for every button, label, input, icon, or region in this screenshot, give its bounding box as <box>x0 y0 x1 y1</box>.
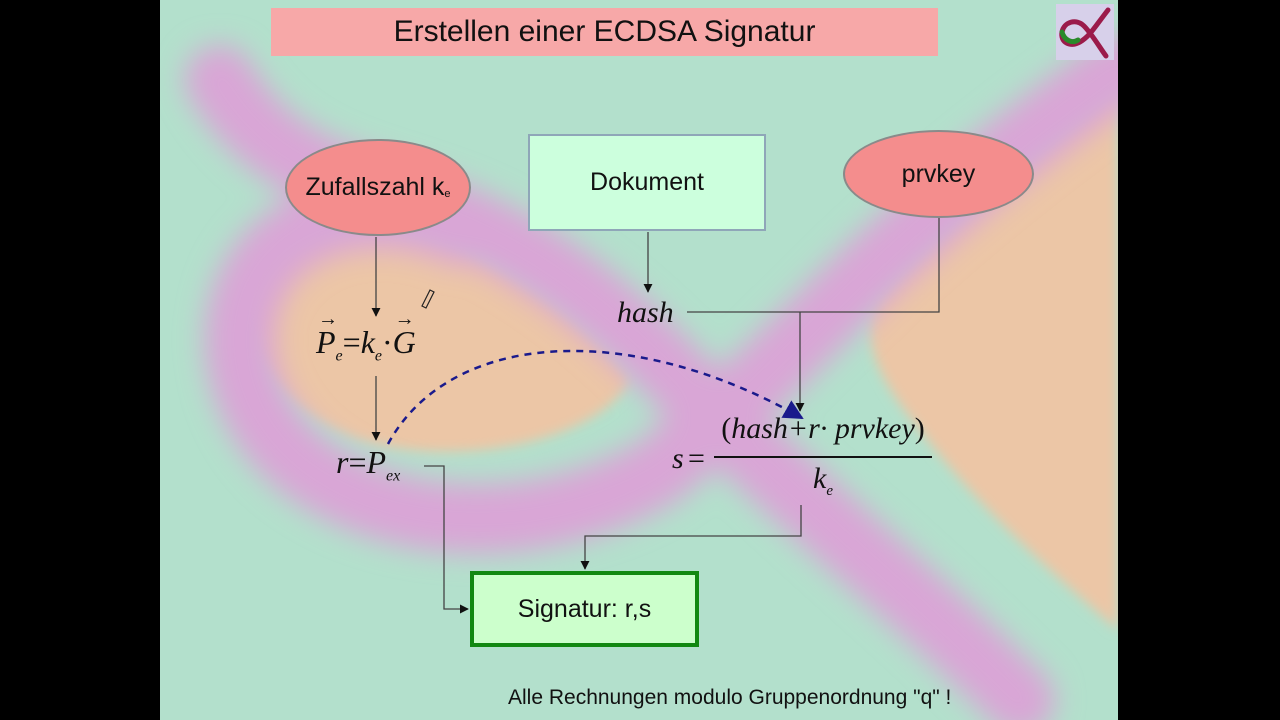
point-formula: → Pe=ke· → G <box>316 308 416 365</box>
slide-title: Erstellen einer ECDSA Signatur <box>271 8 938 56</box>
connector-lines <box>371 218 940 614</box>
signature-node: Signatur: r,s <box>470 571 699 647</box>
r-formula: r=Pex <box>336 444 401 485</box>
slide: Erstellen einer ECDSA Signatur <box>160 0 1118 720</box>
random-number-label: Zufallszahl k <box>305 173 445 201</box>
s-denominator: k <box>813 462 827 495</box>
s-numerator: hash+r· prvkey <box>731 412 915 445</box>
alpha-logo-icon <box>1056 4 1114 60</box>
arrow-s-to-signature <box>580 505 802 570</box>
footer-note: Alle Rechnungen modulo Gruppenordnung "q… <box>508 686 952 709</box>
private-key-label: prvkey <box>901 159 976 188</box>
arrow-r-to-signature <box>424 465 469 614</box>
dashed-arrow-r-to-s <box>386 349 804 445</box>
private-key-node: prvkey <box>843 130 1034 218</box>
pencil-icon <box>421 289 435 309</box>
document-node: Dokument <box>528 134 766 231</box>
hash-label: hash <box>617 296 674 329</box>
line-prvkey <box>687 218 940 313</box>
